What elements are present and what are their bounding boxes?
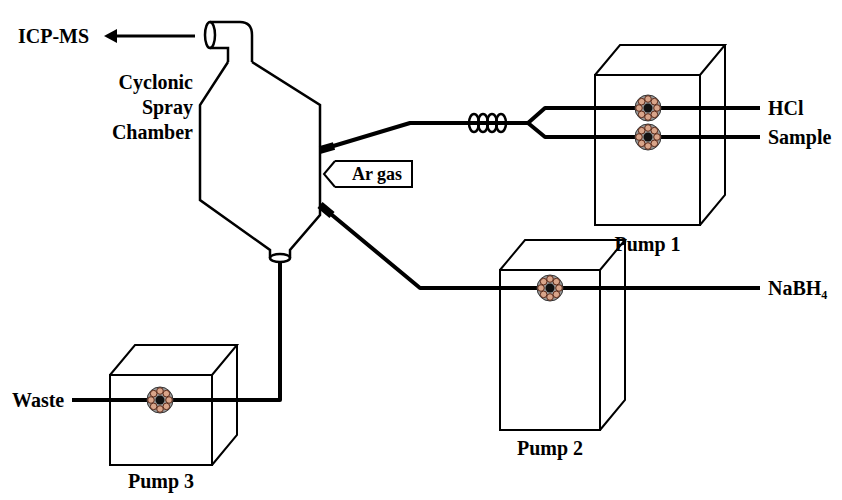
outlet-pipe [210, 22, 252, 62]
pump-side [700, 45, 725, 225]
text-holder: Ar gas [335, 162, 411, 186]
coil-loop [496, 114, 506, 132]
peristaltic-pump: Pump 1 [595, 45, 725, 255]
text-holder: Cyclonic Spray Chamber [98, 70, 193, 145]
pump-top [500, 240, 625, 270]
gas-nozzle [324, 161, 335, 187]
tubing-connector [320, 108, 595, 150]
pump-front [110, 375, 212, 465]
label-holder: HCl [768, 96, 804, 120]
node-label: Pump 2 [517, 437, 583, 459]
inlet-stub [320, 146, 334, 150]
roller-head [635, 124, 661, 150]
port-label: Waste [12, 389, 64, 411]
mixing-coil [469, 114, 506, 132]
pump-front [595, 75, 700, 225]
label-holder: ICP-MS [18, 24, 89, 48]
peristaltic-pump: Pump 3 [110, 345, 237, 495]
tubing-connector [237, 262, 280, 400]
tubing-connector [320, 205, 500, 288]
pump-side [212, 345, 237, 465]
text-holder: Pump 1 [595, 232, 700, 257]
inlet-stub [320, 205, 332, 215]
node-outline [500, 240, 625, 465]
peristaltic-pump: Pump 2 [500, 240, 625, 465]
node-outline [595, 45, 725, 255]
label-holder: NaBH₄ [768, 276, 827, 300]
label-holder: Waste [12, 388, 64, 412]
pump-top [110, 345, 237, 375]
text-holder: Pump 3 [110, 469, 212, 494]
pump-rollers [147, 95, 661, 413]
outlet-arrowhead [104, 29, 117, 43]
outlet-arrow [114, 35, 195, 38]
port-label: HCl [768, 97, 804, 119]
roller-head [635, 95, 661, 121]
node-label: Cyclonic Spray Chamber [112, 71, 193, 143]
pump-top [595, 45, 725, 75]
hcl-tube [595, 106, 760, 110]
pump-front [500, 270, 600, 430]
node-label: Pump 3 [128, 470, 194, 492]
port-label: ICP-MS [18, 25, 89, 47]
node-outline [195, 15, 330, 265]
drain-opening [270, 254, 290, 262]
chamber-wall [200, 62, 320, 258]
node-label: Ar gas [352, 164, 402, 184]
text-holder: Pump 2 [500, 436, 600, 461]
label-holder: Sample [768, 125, 831, 149]
spray-chamber: Cyclonic Spray Chamber [195, 15, 330, 265]
roller-head [147, 387, 173, 413]
gas-inlet-tube: Ar gas [335, 160, 413, 188]
port-label: Sample [768, 126, 831, 148]
roller-head [537, 275, 563, 301]
pump-side [600, 240, 625, 430]
port-label: NaBH₄ [768, 277, 827, 299]
outlet-opening [205, 22, 215, 48]
